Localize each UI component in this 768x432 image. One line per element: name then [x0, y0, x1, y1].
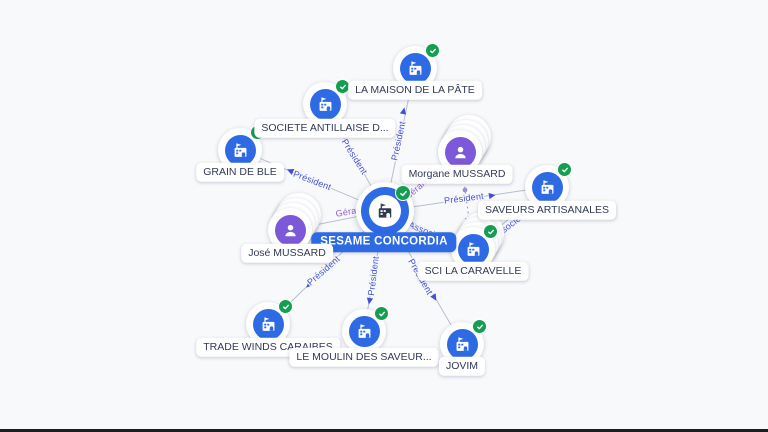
company-icon: [348, 315, 380, 347]
edge-arrow-icon: [366, 297, 374, 305]
verified-badge-icon: [374, 306, 389, 321]
bottom-window-edge: [0, 429, 768, 432]
edge-arrow-icon: [286, 169, 295, 175]
node-label[interactable]: José MUSSARD: [241, 243, 333, 263]
center-node-label[interactable]: SESAME CONCORDIA: [311, 232, 457, 252]
company-icon: [531, 171, 563, 203]
company-icon: [309, 88, 341, 120]
node-moulin[interactable]: [342, 306, 389, 353]
node-societe[interactable]: [303, 79, 350, 126]
company-icon: [369, 195, 401, 227]
verified-badge-icon: [472, 319, 487, 334]
edge-arrow-icon: [306, 280, 314, 288]
node-saveurs[interactable]: [525, 162, 572, 209]
edge-arrow-icon: [399, 107, 407, 115]
company-icon: [224, 134, 256, 166]
verified-badge-icon: [278, 299, 293, 314]
node-circle: [525, 162, 572, 209]
verified-badge-icon: [483, 224, 498, 239]
company-icon: [457, 233, 489, 265]
edge-start-dot: [462, 187, 468, 193]
person-icon: [274, 214, 306, 246]
person-icon: [444, 136, 476, 168]
company-icon: [252, 308, 284, 340]
company-icon: [446, 328, 478, 360]
node-label[interactable]: LA MAISON DE LA PÂTE: [348, 80, 482, 100]
node-circle: [342, 306, 389, 353]
node-label[interactable]: GRAIN DE BLE: [196, 162, 284, 182]
node-circle: [303, 79, 350, 126]
node-label[interactable]: Morgane MUSSARD: [401, 164, 513, 184]
verified-badge-icon: [395, 185, 411, 201]
node-label[interactable]: SCI LA CARAVELLE: [417, 261, 529, 281]
company-icon: [399, 52, 431, 84]
node-label[interactable]: SAVEURS ARTISANALES: [478, 200, 616, 220]
edge-arrow-icon: [430, 293, 437, 301]
verified-badge-icon: [425, 43, 440, 58]
node-label[interactable]: SOCIETE ANTILLAISE D...: [254, 118, 396, 138]
node-label[interactable]: JOVIM: [438, 356, 486, 376]
edge-arrow-icon: [488, 192, 496, 200]
verified-badge-icon: [557, 162, 572, 177]
node-label[interactable]: LE MOULIN DES SAVEUR...: [289, 347, 439, 367]
